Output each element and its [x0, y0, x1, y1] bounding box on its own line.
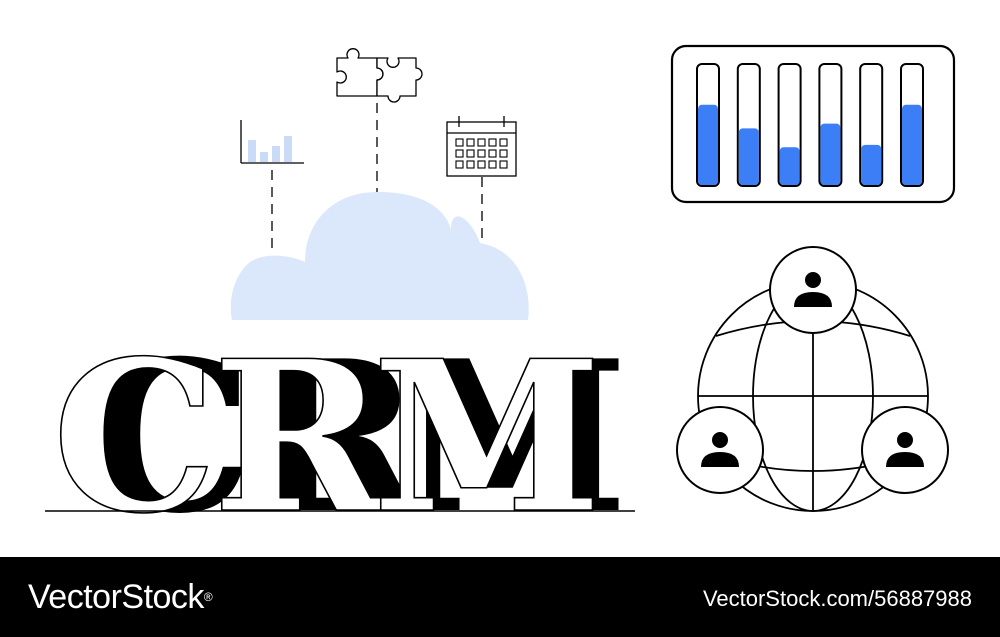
- mini-chart-bar: [272, 146, 280, 162]
- puzzle-icon: [336, 48, 423, 103]
- calendar-day-cell: [488, 149, 497, 158]
- calendar-day-cell: [488, 138, 497, 147]
- calendar-day-cell: [455, 138, 464, 147]
- level-fill: [779, 147, 800, 185]
- calendar-day-cell: [466, 149, 475, 158]
- calendar-day-cell: [499, 138, 508, 147]
- calendar-day-cell: [477, 160, 486, 169]
- footer-bar: VectorStock® VectorStock.com/56887988: [0, 557, 1000, 637]
- level-fill: [902, 104, 922, 185]
- calendar-day-cell: [477, 138, 486, 147]
- level-fill: [820, 123, 841, 185]
- crm-headline: C R M C R M: [51, 315, 628, 557]
- mini-chart-bar: [260, 152, 268, 162]
- mini-chart-bar: [248, 140, 256, 162]
- cloud-icon: [230, 192, 529, 320]
- brand-name: VectorStock®: [28, 577, 213, 617]
- dashed-connectors: [271, 103, 483, 252]
- calendar-day-cell: [455, 160, 464, 169]
- calendar-day-cell: [488, 160, 497, 169]
- calendar-icon: [446, 116, 517, 177]
- calendar-day-cell: [499, 160, 508, 169]
- crm-letter-r: R: [212, 316, 387, 557]
- slider-panel-icon: [670, 44, 956, 204]
- level-fill: [698, 104, 718, 185]
- level-fill: [738, 128, 759, 185]
- mini-chart-bar: [284, 136, 292, 162]
- crm-letter-c: C: [52, 316, 218, 557]
- image-id-text: VectorStock.com/56887988: [702, 586, 972, 611]
- bar-chart-icon: [240, 120, 304, 164]
- crm-letter-m-shadow: M: [398, 316, 628, 557]
- calendar-day-cell: [499, 149, 508, 158]
- user-icon: [676, 406, 764, 494]
- user-icon: [861, 406, 949, 494]
- level-fill: [861, 144, 882, 185]
- brand-text: VectorStock: [28, 578, 204, 616]
- crm-letter-r-shadow: R: [248, 316, 423, 557]
- brand-registered-mark: ®: [203, 590, 213, 604]
- calendar-day-cell: [455, 149, 464, 158]
- user-icon: [769, 246, 857, 334]
- illustration-canvas: C R M C R M: [45, 44, 956, 557]
- calendar-day-cell: [466, 160, 475, 169]
- crm-letter-m: M: [372, 316, 602, 557]
- crm-letter-c-shadow: C: [88, 316, 254, 557]
- calendar-day-cell: [466, 138, 475, 147]
- calendar-day-cell: [477, 149, 486, 158]
